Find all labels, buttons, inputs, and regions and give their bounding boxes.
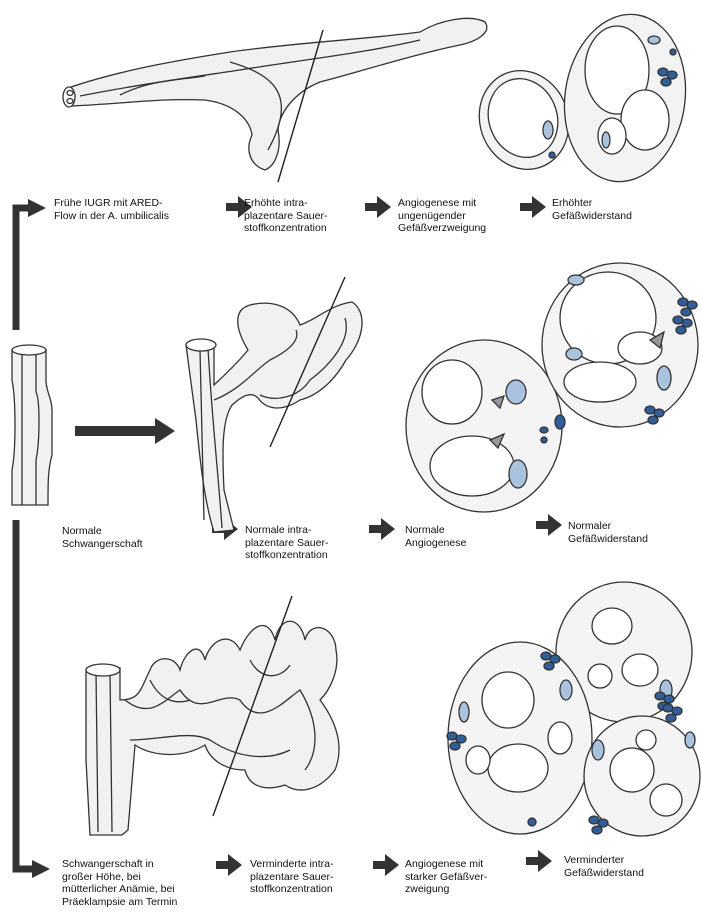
branch-lines xyxy=(16,208,34,869)
cross-section-medium xyxy=(406,263,698,512)
label-top-cause: Frühe IUGR mit ARED- Flow in der A. umbi… xyxy=(54,197,169,222)
branch-arrowheads xyxy=(28,199,50,878)
vessel-highly-branched xyxy=(86,596,339,835)
label-top-angiogenesis: Angiogenese mit ungenügender Gefäßverzwe… xyxy=(398,197,486,235)
label-middle-resistance: Normaler Gefäßwiderstand xyxy=(568,520,648,545)
label-top-resistance: Erhöhter Gefäßwiderstand xyxy=(552,197,632,222)
label-bottom-oxygen: Verminderte intra- plazentare Sauer- sto… xyxy=(250,858,333,896)
label-top-oxygen: Erhöhte intra- plazentare Sauer- stoffko… xyxy=(244,197,327,235)
vessel-left-straight xyxy=(12,345,52,505)
label-middle-cause: Normale Schwangerschaft xyxy=(62,525,143,550)
cross-section-large xyxy=(447,582,700,836)
vessel-branched xyxy=(186,277,362,532)
vessel-unbranched xyxy=(63,18,487,182)
label-bottom-angiogenesis: Angiogenese mit starker Gefäßver- zweigu… xyxy=(405,858,487,896)
label-bottom-resistance: Verminderter Gefäßwiderstand xyxy=(564,854,644,879)
label-middle-angiogenesis: Normale Angiogenese xyxy=(405,524,466,549)
label-bottom-cause: Schwangerschaft in großer Höhe, bei mütt… xyxy=(62,858,177,908)
label-middle-oxygen: Normale intra- plazentare Sauer- stoffko… xyxy=(245,524,328,562)
cross-section-small xyxy=(466,6,697,189)
